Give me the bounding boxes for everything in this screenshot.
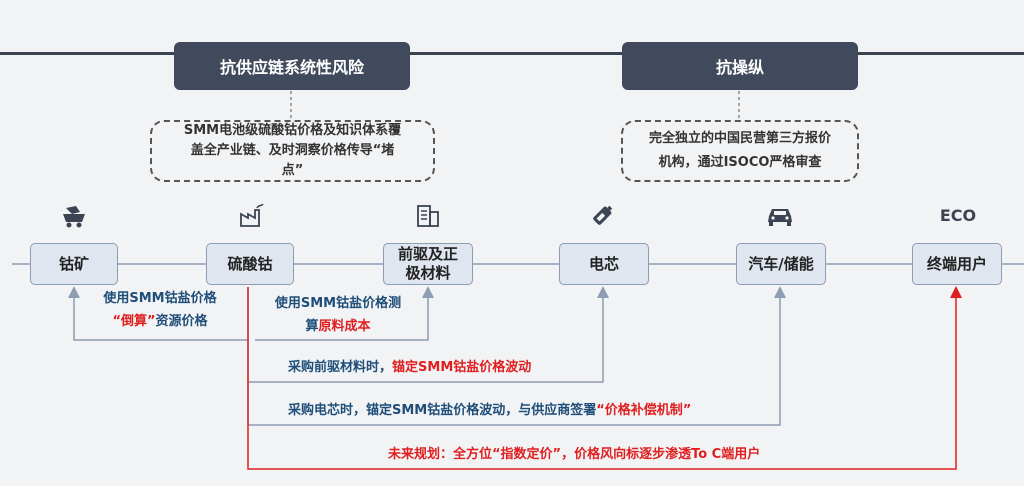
header-anti-manipulation: 抗操纵 <box>622 42 858 90</box>
note-right-line-1: 完全独立的中国民营第三方报价 <box>648 131 831 146</box>
label-material-cost-line-1: 使用SMM钴盐价格测 <box>274 296 402 311</box>
note-right-line-2: 机构，通过ISOCO严格审查 <box>658 155 822 170</box>
label-material-cost-red: 原料成本 <box>318 319 371 334</box>
factory-icon <box>236 202 268 230</box>
node-end-user-label: 终端用户 <box>926 254 987 273</box>
building-icon <box>412 202 444 230</box>
eco-logo: ECO <box>939 206 977 225</box>
note-independent-pricing: 完全独立的中国民营第三方报价 机构，通过ISOCO严格审查 <box>621 120 859 182</box>
label-precursor-purchase: 采购前驱材料时，锚定SMM钴盐价格波动 <box>288 356 531 375</box>
header-supply-chain-risk: 抗供应链系统性风险 <box>174 42 410 90</box>
label-reverse-calc-quote: “倒算” <box>112 314 156 329</box>
label-material-cost-prefix: 算 <box>305 319 319 334</box>
mine-cart-icon <box>58 202 90 230</box>
car-icon <box>764 202 796 230</box>
top-rule <box>0 52 1024 55</box>
label-reverse-calc: 使用SMM钴盐价格 “倒算”资源价格 <box>80 287 240 333</box>
note-left-line-1: SMM电池级硫酸钴价格及知识体系覆 <box>183 123 402 138</box>
header-anti-manipulation-label: 抗操纵 <box>715 58 764 77</box>
battery-icon <box>587 200 619 230</box>
node-vehicle-storage-label: 汽车/储能 <box>748 254 814 273</box>
note-left-line-2: 盖全产业链、及时洞察价格传导“堵 <box>190 143 395 158</box>
node-vehicle-storage: 汽车/储能 <box>736 243 826 285</box>
node-precursor-line-1: 前驱及正 <box>397 245 458 263</box>
label-material-cost: 使用SMM钴盐价格测 算原料成本 <box>258 292 418 338</box>
connector-future-plan <box>247 286 962 470</box>
node-battery-cell-label: 电芯 <box>588 254 619 273</box>
node-precursor-cathode: 前驱及正 极材料 <box>383 243 473 285</box>
node-cobalt-mine-label: 钴矿 <box>58 254 89 273</box>
note-left-line-3: 点” <box>281 163 304 178</box>
node-cobalt-sulfate-label: 硫酸钴 <box>227 254 273 273</box>
connector-precursor <box>255 286 434 341</box>
node-cobalt-mine: 钴矿 <box>30 243 118 285</box>
label-reverse-calc-line-1: 使用SMM钴盐价格 <box>103 291 217 306</box>
label-cell-purchase-red: “价格补偿机制” <box>596 403 692 418</box>
label-precursor-purchase-prefix: 采购前驱材料时， <box>288 360 393 375</box>
label-future-plan: 未来规划：全方位“指数定价”，价格风向标逐步渗透To C端用户 <box>388 447 761 462</box>
node-battery-cell: 电芯 <box>559 243 649 285</box>
label-precursor-purchase-red: 锚定SMM钴盐价格波动 <box>392 360 532 375</box>
label-cell-purchase: 采购电芯时，锚定SMM钴盐价格波动，与供应商签署“价格补偿机制” <box>288 399 691 418</box>
node-precursor-line-2: 极材料 <box>405 264 451 282</box>
header-supply-chain-risk-label: 抗供应链系统性风险 <box>219 58 364 77</box>
node-end-user: 终端用户 <box>912 243 1002 285</box>
label-cell-purchase-prefix: 采购电芯时，锚定SMM钴盐价格波动，与供应商签署 <box>288 403 597 418</box>
note-knowledge-coverage: SMM电池级硫酸钴价格及知识体系覆 盖全产业链、及时洞察价格传导“堵 点” <box>150 120 435 182</box>
node-cobalt-sulfate: 硫酸钴 <box>206 243 294 285</box>
label-reverse-calc-rest: 资源价格 <box>155 314 208 329</box>
